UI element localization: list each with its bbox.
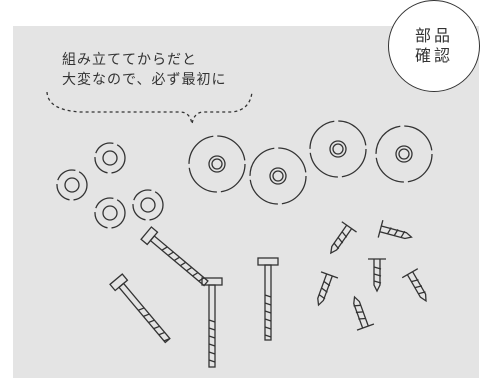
speech-bracket: [46, 91, 253, 125]
large-washer-icon: [375, 125, 433, 183]
caption-line-2: 大変なので、必ず最初に: [62, 72, 227, 88]
badge-line-2: 確認: [414, 46, 453, 65]
screw-icon: [368, 258, 386, 293]
screw-icon: [377, 219, 413, 240]
caption-text: 組み立ててからだと 大変なので、必ず最初に: [62, 50, 226, 90]
bolt-icon: [257, 257, 279, 341]
badge-line-1: 部品: [414, 26, 453, 45]
large-washer-icon: [188, 135, 246, 193]
screw-icon: [317, 271, 339, 307]
illustration-panel: [13, 26, 479, 378]
parts-check-badge: 部品 確認: [388, 0, 480, 92]
caption-line-1: 組み立ててからだと: [62, 52, 197, 68]
screw-icon: [329, 221, 357, 255]
large-washer-icon: [309, 120, 367, 178]
bolt-icon: [109, 273, 171, 344]
bolt-icon: [201, 277, 223, 368]
bolt-icon: [140, 226, 209, 287]
small-washer-icon: [132, 189, 164, 221]
screw-icon: [401, 268, 427, 303]
small-washer-icon: [94, 197, 126, 229]
small-washer-icon: [94, 142, 126, 174]
large-washer-icon: [249, 147, 307, 205]
small-washer-icon: [56, 169, 88, 201]
screw-icon: [353, 295, 375, 331]
